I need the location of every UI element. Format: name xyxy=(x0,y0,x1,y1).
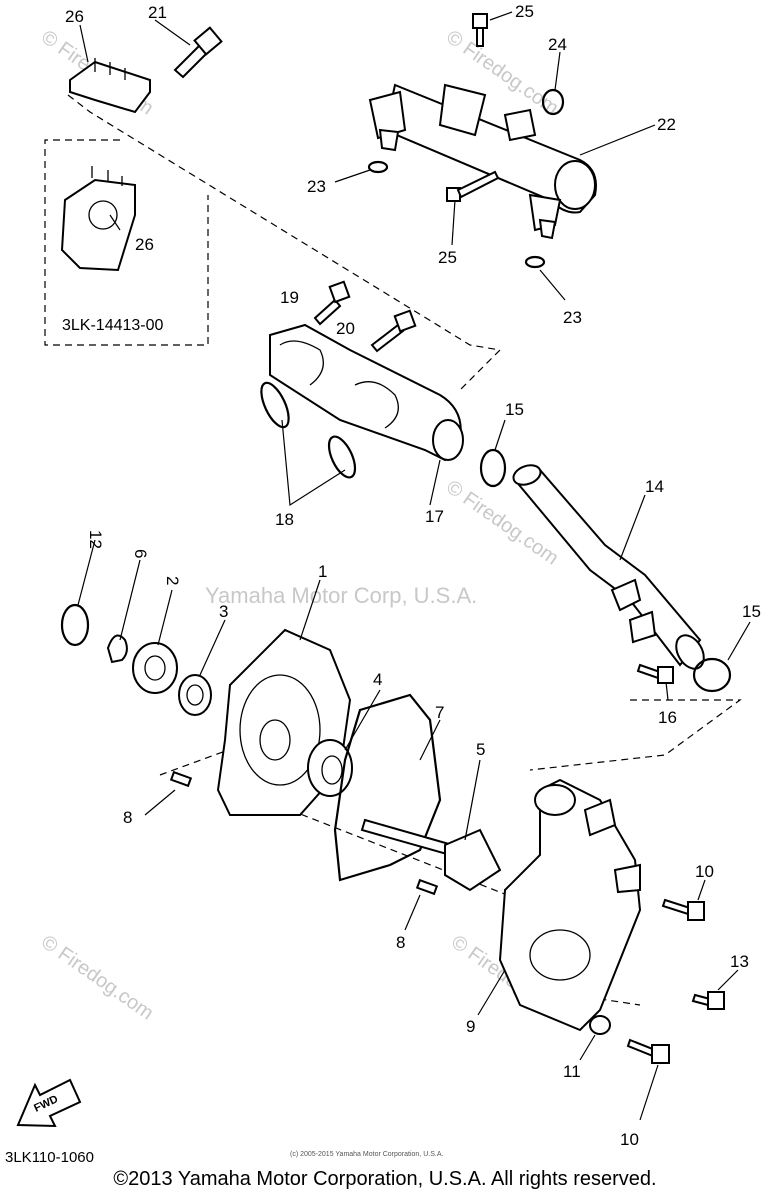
callout-25-mid: 25 xyxy=(438,248,457,267)
inset-bracket xyxy=(60,178,136,272)
gasket-7 xyxy=(333,693,442,882)
callout-19: 19 xyxy=(280,288,299,307)
callout-12: 12 xyxy=(86,530,105,549)
callout-23: 23 xyxy=(307,177,326,196)
inset-box: 3LK-14413-00 xyxy=(44,139,209,346)
watermark-site: © Firedog.com xyxy=(37,931,157,1024)
water-pipe-22 xyxy=(368,83,597,240)
dowel-8-left xyxy=(169,770,193,788)
callout-4: 4 xyxy=(373,670,382,689)
fwd-arrow: FWD xyxy=(16,1078,82,1128)
callout-8-right: 8 xyxy=(396,933,405,952)
pump-housing-9 xyxy=(498,778,642,1032)
callout-24: 24 xyxy=(548,35,567,54)
callout-22: 22 xyxy=(657,115,676,134)
shaft-5 xyxy=(360,818,502,892)
callout-6: 6 xyxy=(131,549,150,558)
circlip-6 xyxy=(106,634,128,664)
callout-26: 26 xyxy=(65,7,84,26)
bolt-10-bottom xyxy=(626,1038,670,1064)
callout-20: 20 xyxy=(336,319,355,338)
callout-11: 11 xyxy=(563,1062,581,1081)
bolt-19 xyxy=(313,280,351,326)
seal-3 xyxy=(178,674,212,716)
oring-18-left xyxy=(260,381,290,429)
callout-21: 21 xyxy=(148,3,167,22)
bolt-21 xyxy=(173,26,223,79)
oring-18-right xyxy=(327,435,357,479)
callout-14: 14 xyxy=(645,477,664,496)
oring-24 xyxy=(541,88,565,116)
callout-25: 25 xyxy=(515,2,534,21)
callout-18: 18 xyxy=(275,510,294,529)
oring-23-bottom xyxy=(524,255,546,269)
bolt-25-mid xyxy=(446,170,500,202)
callout-9: 9 xyxy=(466,1017,475,1036)
copyright-notice: ©2013 Yamaha Motor Corporation, U.S.A. A… xyxy=(113,1168,657,1190)
callout-15-right: 15 xyxy=(742,602,761,621)
callout-10-bottom: 10 xyxy=(620,1130,639,1149)
diagram-ref: 3LK110-1060 xyxy=(5,1149,94,1166)
leader-lines xyxy=(77,11,751,1121)
bearing-2 xyxy=(132,642,178,694)
bolt-10-top xyxy=(661,898,705,921)
hose-14 xyxy=(512,464,705,670)
inset-bracket-hole xyxy=(88,200,118,230)
callout-labels: 26 21 25 24 22 23 26 25 23 19 20 15 14 1… xyxy=(65,2,761,1149)
oring-12 xyxy=(60,603,90,647)
callout-7: 7 xyxy=(435,703,444,722)
callout-15-top: 15 xyxy=(505,400,524,419)
oring-23-top xyxy=(367,160,389,174)
callout-3: 3 xyxy=(219,602,228,621)
callout-26-inset: 26 xyxy=(135,235,154,254)
inset-part-number: 3LK-14413-00 xyxy=(62,317,164,334)
oring-15-right xyxy=(692,657,732,693)
tiny-copyright: (c) 2005-2015 Yamaha Motor Corporation, … xyxy=(290,1151,443,1158)
water-pipe-17 xyxy=(269,323,464,462)
callout-13: 13 xyxy=(730,952,749,971)
bolt-20 xyxy=(370,309,417,353)
callout-16: 16 xyxy=(658,708,677,727)
callout-5: 5 xyxy=(476,740,485,759)
bracket-top xyxy=(69,58,151,114)
oring-15-top xyxy=(479,448,507,488)
callout-2: 2 xyxy=(163,576,182,585)
dowel-8-right xyxy=(415,878,439,896)
bolt-25-top xyxy=(472,13,488,47)
bolt-16 xyxy=(636,663,674,684)
callout-17: 17 xyxy=(425,507,444,526)
callout-8-left: 8 xyxy=(123,808,132,827)
callout-1: 1 xyxy=(318,562,327,581)
callout-23-bottom: 23 xyxy=(563,308,582,327)
washer-11 xyxy=(589,1015,611,1035)
callout-10-top: 10 xyxy=(695,862,714,881)
watermark-center: Yamaha Motor Corp, U.S.A. xyxy=(205,583,477,608)
bolt-13 xyxy=(691,991,725,1010)
